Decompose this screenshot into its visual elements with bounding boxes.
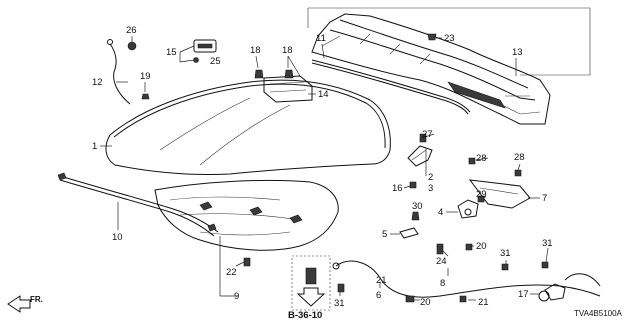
cowl-top-panel <box>307 7 591 125</box>
callout-16: 16 <box>392 183 403 194</box>
callout-8: 8 <box>440 278 445 289</box>
callout-24: 24 <box>436 256 447 267</box>
callout-1: 1 <box>92 141 97 152</box>
callout-6: 6 <box>376 290 381 301</box>
callout-22: 22 <box>226 267 237 278</box>
callout-5: 5 <box>382 229 387 240</box>
callout-7: 7 <box>542 193 547 204</box>
reference-box <box>291 255 331 311</box>
hood-seal <box>57 172 219 237</box>
callout-20-right: 20 <box>476 241 487 252</box>
callout-31-mid: 31 <box>500 248 511 259</box>
callout-17: 17 <box>518 289 529 300</box>
hood-bracket <box>468 179 531 209</box>
callout-18-left: 18 <box>250 45 261 56</box>
callout-25: 25 <box>210 56 221 67</box>
hood-stay-clip <box>399 227 419 239</box>
callout-11: 11 <box>316 33 326 44</box>
hood-panel <box>105 79 391 176</box>
fasteners <box>127 33 550 303</box>
callout-21-left: 21 <box>376 275 387 286</box>
hood-insulator <box>154 179 339 251</box>
callout-23: 23 <box>444 33 455 44</box>
front-label: FR. <box>30 295 43 304</box>
callout-2: 2 <box>428 172 433 183</box>
clip-set <box>193 39 217 63</box>
callout-28-right: 28 <box>514 152 525 163</box>
callout-18-right: 18 <box>282 45 293 56</box>
hood-release-cable <box>332 260 601 301</box>
hood-support-rod <box>107 39 131 105</box>
callout-27: 27 <box>422 129 433 140</box>
callout-14: 14 <box>318 89 329 100</box>
callout-9: 9 <box>234 291 239 302</box>
callout-12: 12 <box>92 77 103 88</box>
diagram-code: TVA4B5100A <box>574 309 623 318</box>
callout-10: 10 <box>112 232 123 243</box>
callout-29: 29 <box>476 189 487 200</box>
callout-28-left: 28 <box>476 153 487 164</box>
reference-label: B-36-10 <box>288 310 322 320</box>
callout-31-right: 31 <box>542 238 553 249</box>
callout-4: 4 <box>438 207 443 218</box>
callout-31-bottom: 31 <box>334 298 345 309</box>
callouts: 1 12 26 19 15 25 18 18 14 11 23 13 10 22… <box>92 25 553 309</box>
callout-3: 3 <box>428 183 433 194</box>
callout-13: 13 <box>512 47 523 58</box>
callout-15: 15 <box>166 47 177 58</box>
hood-hinge <box>407 145 433 167</box>
callout-19: 19 <box>140 71 151 82</box>
callout-30: 30 <box>412 201 423 212</box>
callout-26: 26 <box>126 25 137 36</box>
callout-20-bottom: 20 <box>420 297 431 308</box>
callout-21-right: 21 <box>478 297 489 308</box>
front-arrow <box>7 295 31 313</box>
leader-lines <box>100 36 549 301</box>
hood-lock <box>457 199 479 219</box>
